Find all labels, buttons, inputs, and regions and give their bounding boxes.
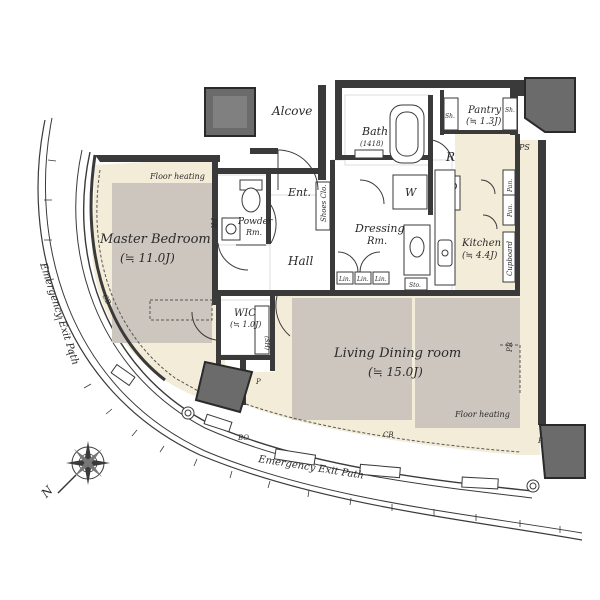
pan-2-label: Pan.	[507, 204, 514, 218]
lin-1-label: Lin.	[338, 276, 351, 283]
compass-icon	[57, 441, 110, 494]
fixtures	[221, 97, 518, 355]
bath-label: Bath	[361, 125, 388, 138]
dressing-rm-label: Rm.	[366, 236, 387, 247]
floor-fill	[92, 130, 540, 455]
washer-label: W	[405, 186, 418, 199]
floor-heating-bedroom-label: Floor heating	[149, 172, 205, 181]
living-dining-label: Living Dining room	[333, 346, 461, 361]
p-left-label: P	[255, 378, 261, 386]
pantry-area-label: (≒ 1.3J)	[466, 116, 502, 127]
bath-size-label: (1418)	[360, 140, 384, 148]
pr-living-label: PR	[506, 341, 514, 353]
wic-area-label: (≒ 1.0J)	[230, 320, 261, 329]
master-bedroom-area-label: (≒ 11.0J)	[120, 251, 175, 265]
wic-label: WIC	[234, 308, 256, 319]
p-right-label: P	[537, 437, 543, 445]
cb-living-label: CB	[383, 431, 394, 439]
pan-1-label: Pan.	[507, 179, 514, 193]
shelf-label: (SH)	[263, 336, 270, 351]
columns	[194, 77, 586, 479]
kitchen-area-label: (≒ 4.4J)	[462, 250, 498, 261]
entrance-label: Ent.	[287, 186, 311, 199]
bo-label: BO	[237, 434, 249, 442]
cupboard-label: Cupboard	[506, 240, 514, 276]
refrigerator-label: R	[445, 150, 455, 164]
walls	[89, 80, 546, 425]
storage-label: Sto.	[409, 282, 421, 289]
kitchen-label: Kitchen	[461, 238, 501, 249]
doors	[191, 139, 498, 341]
hall-label: Hall	[287, 254, 313, 268]
master-bedroom-label: Master Bedroom	[99, 232, 211, 247]
living-dining-area-label: (≒ 15.0J)	[368, 365, 423, 379]
floor-heating-living-label: Floor heating	[454, 410, 510, 419]
alcove-label: Alcove	[271, 104, 312, 118]
shoes-closet-label: Shoes Clo.	[320, 185, 328, 222]
dashed-lines	[96, 169, 521, 453]
exit-path-outline	[37, 117, 583, 541]
ps-label: PS	[518, 143, 530, 152]
dressing-label: Dressing	[354, 222, 405, 235]
sh-left-label: Sh.	[445, 113, 455, 120]
pr-bedroom-label: PR	[209, 217, 217, 229]
powder-rm-label: Rm.	[245, 228, 262, 237]
sh-right-label: Sh.	[505, 107, 515, 114]
emergency-exit-left-label: Emergency Exit Path	[37, 261, 81, 367]
compass-north-label: N	[38, 483, 56, 501]
pantry-label: Pantry	[467, 105, 501, 116]
powder-label: Powder	[237, 217, 273, 227]
lin-2-label: Lin.	[356, 276, 369, 283]
lin-3-label: Lin.	[374, 276, 387, 283]
